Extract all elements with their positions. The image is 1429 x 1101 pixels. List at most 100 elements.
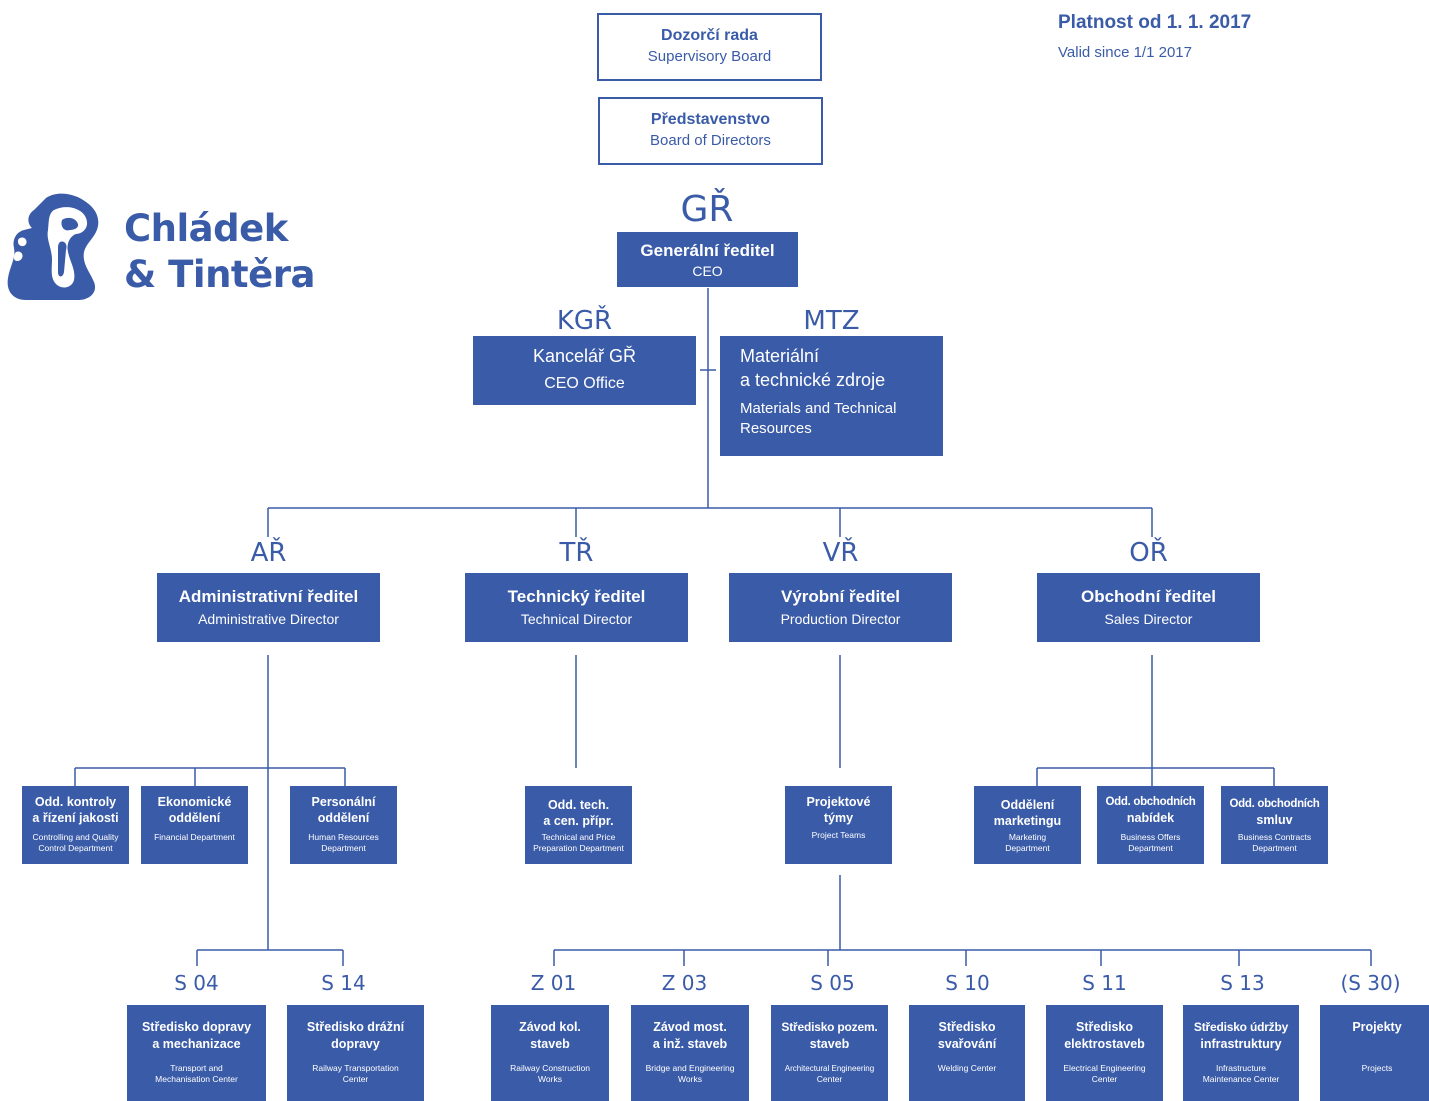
director-en: Sales Director bbox=[1104, 611, 1193, 627]
center-box-bridge-works: Závod most. a inž. staveb Bridge and Eng… bbox=[631, 1005, 749, 1101]
director-cz: Technický ředitel bbox=[507, 587, 646, 606]
director-cz: Obchodní ředitel bbox=[1080, 587, 1217, 606]
dept-en1: Technical and Price bbox=[541, 832, 616, 842]
mtz-en2: Resources bbox=[740, 420, 812, 437]
dept-en1: Business Offers bbox=[1120, 832, 1181, 842]
mtz-en1: Materials and Technical bbox=[740, 400, 897, 417]
ceo-office-box: Kancelář GŘ CEO Office bbox=[473, 336, 696, 405]
center-cz1: Středisko dopravy bbox=[141, 1020, 252, 1034]
dept-en2: Department bbox=[321, 843, 366, 853]
center-code: S 13 bbox=[1220, 971, 1265, 995]
dept-cz2: nabídek bbox=[1126, 811, 1175, 825]
dept-cz2: oddělení bbox=[317, 811, 370, 825]
dept-en2: Department bbox=[1005, 843, 1050, 853]
director-en: Technical Director bbox=[520, 611, 633, 627]
center-cz1: Středisko bbox=[938, 1020, 996, 1034]
dept-cz1: Ekonomické bbox=[157, 795, 232, 809]
center-en1: Railway Transportation bbox=[312, 1063, 399, 1073]
center-en1: Transport and bbox=[170, 1063, 223, 1073]
dept-box-business-contracts: Odd. obchodních smluv Business Contracts… bbox=[1221, 786, 1328, 864]
center-cz2: infrastruktury bbox=[1200, 1037, 1282, 1051]
logo-line1: Chládek bbox=[124, 207, 288, 250]
dept-en2: Department bbox=[1252, 843, 1297, 853]
center-en2: Works bbox=[538, 1074, 562, 1084]
dept-box-business-offers: Odd. obchodních nabídek Business Offers … bbox=[1097, 786, 1204, 864]
center-cz1: Středisko údržby bbox=[1193, 1020, 1289, 1034]
dept-en1: Marketing bbox=[1008, 832, 1047, 842]
dept-cz2: a cen. přípr. bbox=[543, 814, 614, 828]
dept-box-quality: Odd. kontroly a řízení jakosti Controlli… bbox=[22, 786, 129, 864]
center-cz1: Středisko drážní bbox=[306, 1020, 405, 1034]
center-cz2: dopravy bbox=[331, 1037, 380, 1051]
dept-cz1: Personální bbox=[311, 795, 376, 809]
center-code: Z 01 bbox=[530, 971, 577, 995]
center-cz1: Středisko pozem. bbox=[781, 1020, 878, 1034]
board-of-directors-box: Představenstvo Board of Directors bbox=[598, 97, 823, 165]
dept-cz1: Odd. obchodních bbox=[1229, 798, 1320, 810]
center-cz1: Závod kol. bbox=[519, 1020, 581, 1034]
director-en: Administrative Director bbox=[198, 611, 339, 627]
center-code: (S 30) bbox=[1340, 971, 1401, 995]
center-en2: Center bbox=[816, 1074, 843, 1084]
ceo-box: Generální ředitel CEO bbox=[617, 232, 798, 287]
director-box-technical: Technický ředitel Technical Director bbox=[465, 573, 688, 642]
dept-box-hr: Personální oddělení Human Resources Depa… bbox=[290, 786, 397, 864]
center-cz2: a mechanizace bbox=[152, 1037, 241, 1051]
ceo-en: CEO bbox=[692, 263, 723, 279]
dept-en2: Control Department bbox=[38, 843, 113, 853]
center-box-projects: Projekty Projects bbox=[1320, 1005, 1429, 1101]
director-code-technical: TŘ bbox=[559, 538, 594, 568]
director-box-sales: Obchodní ředitel Sales Director bbox=[1037, 573, 1260, 642]
dept-cz1: Projektové bbox=[806, 795, 871, 809]
mtz-cz2: a technické zdroje bbox=[740, 370, 886, 390]
dept-en1: Financial Department bbox=[154, 832, 235, 842]
center-en1: Architectural Engineering bbox=[784, 1064, 875, 1073]
director-en: Production Director bbox=[780, 611, 901, 627]
dept-cz1: Odd. obchodních bbox=[1105, 796, 1196, 808]
dept-box-financial: Ekonomické oddělení Financial Department bbox=[141, 786, 248, 864]
center-en1: Projects bbox=[1361, 1063, 1393, 1073]
board-en: Board of Directors bbox=[650, 132, 771, 149]
dept-cz1: Oddělení bbox=[1000, 798, 1055, 812]
mtz-cz1: Materiální bbox=[740, 346, 820, 366]
ceo-office-code: KGŘ bbox=[556, 306, 613, 336]
logo-line2: & Tintěra bbox=[124, 253, 315, 296]
supervisory-en: Supervisory Board bbox=[647, 48, 772, 65]
director-code-sales: OŘ bbox=[1129, 538, 1168, 568]
dept-cz1: Odd. kontroly bbox=[34, 795, 117, 809]
director-code-admin: AŘ bbox=[250, 538, 287, 568]
center-box-railway-works: Závod kol. staveb Railway Construction W… bbox=[491, 1005, 609, 1101]
center-code: Z 03 bbox=[661, 971, 708, 995]
center-cz2: svařování bbox=[937, 1037, 997, 1051]
center-box-architectural: Středisko pozem. staveb Architectural En… bbox=[771, 1005, 888, 1101]
center-en1: Electrical Engineering bbox=[1063, 1063, 1146, 1073]
dept-en1: Human Resources bbox=[308, 832, 379, 842]
ceo-code: GŘ bbox=[680, 189, 734, 230]
center-en1: Railway Construction bbox=[510, 1063, 590, 1073]
director-box-production: Výrobní ředitel Production Director bbox=[729, 573, 952, 642]
center-cz1: Projekty bbox=[1352, 1020, 1402, 1034]
dept-cz2: týmy bbox=[823, 811, 854, 825]
validity-en: Valid since 1/1 2017 bbox=[1058, 44, 1192, 61]
ceo-office-cz: Kancelář GŘ bbox=[532, 346, 637, 366]
center-en2: Works bbox=[678, 1074, 702, 1084]
center-cz1: Středisko bbox=[1076, 1020, 1133, 1034]
dept-cz1: Odd. tech. bbox=[547, 798, 610, 812]
dept-en1: Project Teams bbox=[811, 830, 866, 840]
dept-en1: Business Contracts bbox=[1237, 832, 1312, 842]
board-cz: Představenstvo bbox=[650, 111, 771, 128]
center-cz2: staveb bbox=[530, 1037, 570, 1051]
dept-en2: Department bbox=[1128, 843, 1173, 853]
center-en1: Welding Center bbox=[937, 1063, 997, 1073]
center-box-electrical: Středisko elektrostaveb Electrical Engin… bbox=[1046, 1005, 1163, 1101]
center-en2: Mechanisation Center bbox=[155, 1074, 238, 1084]
dept-en1: Controlling and Quality bbox=[32, 832, 119, 842]
director-cz: Administrativní ředitel bbox=[178, 587, 359, 606]
center-box-railway-transport: Středisko drážní dopravy Railway Transpo… bbox=[287, 1005, 424, 1101]
center-en2: Maintenance Center bbox=[1202, 1074, 1280, 1084]
director-cz: Výrobní ředitel bbox=[780, 587, 901, 606]
ceo-cz: Generální ředitel bbox=[640, 241, 775, 260]
center-box-transport: Středisko dopravy a mechanizace Transpor… bbox=[127, 1005, 266, 1101]
center-code: S 05 bbox=[810, 971, 855, 995]
